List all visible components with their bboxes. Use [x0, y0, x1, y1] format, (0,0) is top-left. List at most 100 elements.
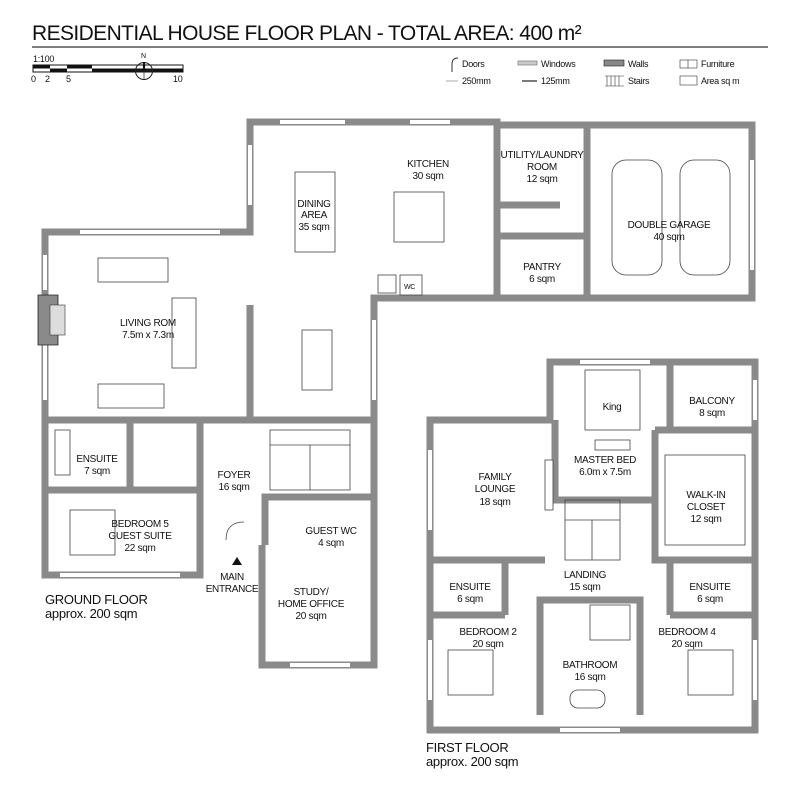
shower-icon — [589, 604, 631, 641]
furniture-icon — [679, 59, 698, 69]
room-label-ensuite: ENSUITE — [76, 454, 118, 465]
stairs-icon — [269, 429, 351, 491]
room-label-bathroom: BATHROOM — [563, 660, 618, 671]
door-icon — [451, 57, 459, 72]
bathtub-icon — [569, 689, 606, 709]
first-floor-labels: King MASTER BED 6.0m x 7.5m BALCONY 8 sq… — [426, 396, 736, 769]
room-label-pantry: PANTRY — [523, 262, 561, 273]
room-label-master: MASTER BED — [574, 455, 636, 466]
bed-icon — [69, 509, 116, 556]
svg-text:30 sqm: 30 sqm — [413, 171, 444, 182]
svg-text:GUEST SUITE: GUEST SUITE — [108, 531, 172, 542]
room-label-closet: WALK-IN — [686, 490, 725, 501]
wardrobe-icon — [664, 454, 746, 546]
wc-room-icon — [399, 274, 423, 296]
room-label-guest-wc: GUEST WC — [305, 526, 356, 537]
sofa-icon — [97, 257, 169, 283]
room-label-living: LIVING ROM — [120, 318, 176, 329]
kitchen-island-icon — [393, 191, 445, 243]
svg-text:16 sqm: 16 sqm — [219, 482, 250, 493]
room-label-utility: UTILITY/LAUNDRY — [500, 150, 584, 161]
scale-tick: 5 — [66, 74, 71, 84]
svg-text:6 sqm: 6 sqm — [457, 594, 483, 605]
room-label-bedroom4: BEDROOM 4 — [658, 627, 716, 638]
first-floor-label: FIRST FLOOR — [426, 740, 508, 755]
area-icon — [679, 75, 698, 86]
svg-text:20 sqm: 20 sqm — [672, 639, 703, 650]
svg-text:CLOSET: CLOSET — [687, 502, 725, 513]
legend-walls: Walls — [628, 59, 649, 69]
scale-tick: 2 — [45, 74, 50, 84]
window-icon — [517, 60, 538, 66]
room-label-dining: DINING — [297, 199, 331, 210]
tv-unit-icon — [544, 459, 554, 511]
legend-furniture: Furniture — [701, 59, 735, 69]
dining-table-icon — [301, 329, 333, 391]
appliance-icon — [377, 274, 397, 294]
king-bed-icon — [584, 369, 641, 431]
stairs-icon — [564, 499, 621, 561]
svg-text:N: N — [141, 53, 146, 60]
svg-text:20 sqm: 20 sqm — [473, 639, 504, 650]
bed-icon — [447, 649, 494, 696]
north-arrow-icon: N — [135, 53, 153, 80]
svg-text:16 sqm: 16 sqm — [575, 672, 606, 683]
legend: Doors 250mm Windows 125mm Walls Stairs F… — [446, 57, 740, 87]
ground-floor-furniture: WC — [54, 159, 731, 565]
svg-text:4 sqm: 4 sqm — [318, 538, 344, 549]
svg-text:ROOM: ROOM — [527, 162, 557, 173]
room-label-kitchen: KITCHEN — [407, 159, 449, 170]
scale-bar: 1:100 0 2 5 10 — [31, 54, 184, 84]
ground-floor-labels: LIVING ROM 7.5m x 7.3m DINING AREA 35 sq… — [45, 150, 711, 622]
svg-text:12 sqm: 12 sqm — [691, 514, 722, 525]
svg-text:8 sqm: 8 sqm — [699, 408, 725, 419]
svg-text:12 sqm: 12 sqm — [527, 174, 558, 185]
first-floor-walls — [426, 358, 759, 734]
legend-stairs: Stairs — [628, 76, 650, 86]
svg-text:35 sqm: 35 sqm — [299, 222, 330, 233]
svg-text:18 sqm: 18 sqm — [480, 497, 511, 508]
car-icon — [679, 159, 731, 276]
svg-text:ENTRANCE: ENTRANCE — [206, 584, 259, 595]
svg-text:LOUNGE: LOUNGE — [475, 484, 516, 495]
room-label-ensuite-left: ENSUITE — [449, 582, 491, 593]
legend-windows: Windows — [541, 59, 576, 69]
ground-floor-area: approx. 200 sqm — [45, 606, 137, 621]
dining-table-icon — [294, 171, 336, 253]
bathtub-icon — [54, 429, 71, 476]
svg-text:7.5m x 7.3m: 7.5m x 7.3m — [122, 330, 174, 341]
room-label-ensuite-right: ENSUITE — [689, 582, 731, 593]
car-icon — [611, 159, 663, 276]
legend-area: Area sq m — [701, 76, 739, 86]
room-label-lounge: FAMILY — [478, 472, 512, 483]
svg-text:7 sqm: 7 sqm — [84, 466, 110, 477]
scale-tick: 0 — [31, 74, 36, 84]
king-label: King — [603, 402, 622, 413]
svg-text:6.0m x 7.5m: 6.0m x 7.5m — [579, 467, 631, 478]
sofa-icon — [97, 383, 165, 409]
svg-text:15 sqm: 15 sqm — [570, 582, 601, 593]
room-label-landing: LANDING — [564, 570, 607, 581]
room-label-balcony: BALCONY — [689, 396, 735, 407]
wc-small-label: WC — [404, 284, 415, 291]
bed-icon — [687, 649, 734, 696]
room-label-study: STUDY/ — [294, 587, 329, 598]
door-icon — [225, 521, 245, 541]
legend-doors: Doors — [462, 59, 485, 69]
svg-text:40 sqm: 40 sqm — [654, 232, 685, 243]
room-label-foyer: FOYER — [218, 470, 251, 481]
legend-125mm: 125mm — [541, 76, 570, 86]
svg-text:6 sqm: 6 sqm — [697, 594, 723, 605]
svg-text:22 sqm: 22 sqm — [125, 543, 156, 554]
first-floor-furniture — [447, 369, 746, 709]
entrance-arrow-icon — [232, 557, 242, 565]
sofa-icon — [171, 297, 197, 369]
bench-icon — [594, 439, 631, 451]
scale-tick: 10 — [173, 74, 183, 84]
wall-icon — [603, 59, 625, 67]
room-label-bedroom2: BEDROOM 2 — [459, 627, 517, 638]
stairs-icon — [605, 75, 624, 87]
page-title: RESIDENTIAL HOUSE FLOOR PLAN - TOTAL ARE… — [32, 22, 582, 45]
ground-floor-label: GROUND FLOOR — [45, 592, 148, 607]
